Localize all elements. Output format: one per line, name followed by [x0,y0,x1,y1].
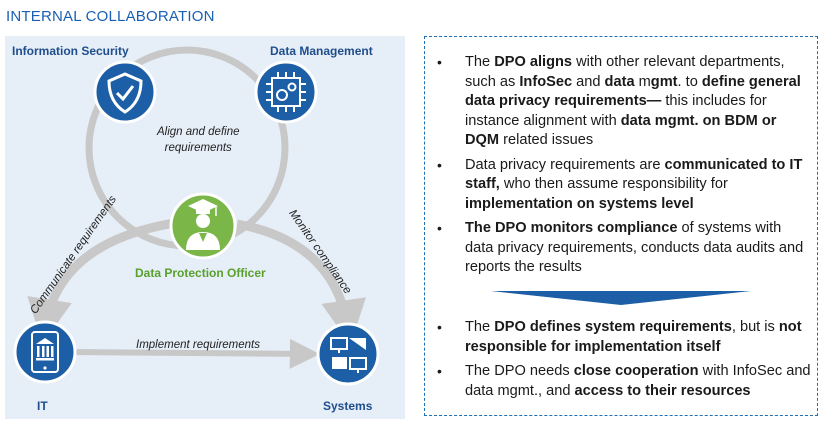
bullet-text-run: DPO aligns [494,54,573,70]
down-chevron-band-icon [491,291,751,305]
it-label: IT [37,399,48,413]
monitors-network-icon [316,322,380,386]
bullet-text-run: Data privacy requirements are [465,156,665,173]
bullet-text-run: The [465,54,495,70]
bullet-text-run: , but is [731,319,779,335]
bullet-text-run: data [604,73,635,90]
bullet-text-run: m [634,73,651,90]
dpo-responsibilities-panel: The DPO aligns with other relevant depar… [424,36,818,416]
implement-label: Implement requirements [136,339,260,351]
bullet-text-run: and [572,73,605,90]
bullet-text-run: The [465,319,495,335]
align-label-line-2: requirements [164,142,232,154]
bullet-item: The DPO aligns with other relevant depar… [435,53,813,151]
bullet-item: The DPO defines system requirements, but… [435,318,813,357]
diagram-canvas [13,46,380,386]
bottom-bullet-list: The DPO defines system requirements, but… [435,318,813,406]
bullet-text-run: The DPO needs [465,363,574,379]
align-label: Align and define requirements [157,124,239,156]
bullet-text-run: The DPO monitors compliance [465,220,678,236]
bullet-text-run: data mgmt. on BDM or DQM [465,112,777,149]
bullet-text-run: define general data privacy requirements… [465,73,801,110]
infosec-label: Information Security [12,44,129,58]
tablet-building-icon [13,320,77,384]
graduate-person-icon [169,192,237,260]
shield-check-icon [93,60,157,124]
bullet-text-run: related issues [499,132,594,148]
bullet-text-run: InfoSec [519,73,573,90]
bullet-text-run: with other relevant departments, such as [465,54,785,90]
top-bullet-list: The DPO aligns with other relevant depar… [435,53,813,283]
bullet-text-run: communicated to IT staff, [465,156,803,193]
bullet-text-run: this includes for instance alignment wit… [465,93,767,129]
collaboration-diagram: Information Security Data Management Dat… [5,36,405,419]
page-title: INTERNAL COLLABORATION [6,8,215,25]
bullet-text-run: of systems with data privacy requirement… [465,220,804,275]
align-label-line-1: Align and define [157,126,240,138]
communicate-arrow [27,217,182,344]
implement-arrow [72,338,320,369]
bullet-text-run: who then assume responsibility for [499,176,728,192]
bullet-item: The DPO monitors compliance of systems w… [435,219,813,278]
bullet-text-run: close cooperation [573,363,699,379]
bullet-text-run: . to [677,73,702,90]
monitor-arrow [236,219,366,346]
bullet-item: Data privacy requirements are communicat… [435,156,813,215]
bullet-text-run: implementation on systems level [465,195,694,212]
systems-label: Systems [323,399,373,413]
bullet-text-run: gmt [650,73,678,90]
bullet-text-run: not responsible for implementation itsel… [465,319,802,355]
dpo-label: Data Protection Officer [135,266,266,280]
bullet-text-run: with InfoSec and data mgmt., and [465,363,811,399]
datamgmt-label: Data Management [270,44,373,58]
bullet-item: The DPO needs close cooperation with Inf… [435,362,813,401]
processor-chip-gear-icon [254,60,318,124]
bullet-text-run: DPO defines system requirements [494,319,732,335]
bullet-text-run: access to their resources [574,382,751,399]
